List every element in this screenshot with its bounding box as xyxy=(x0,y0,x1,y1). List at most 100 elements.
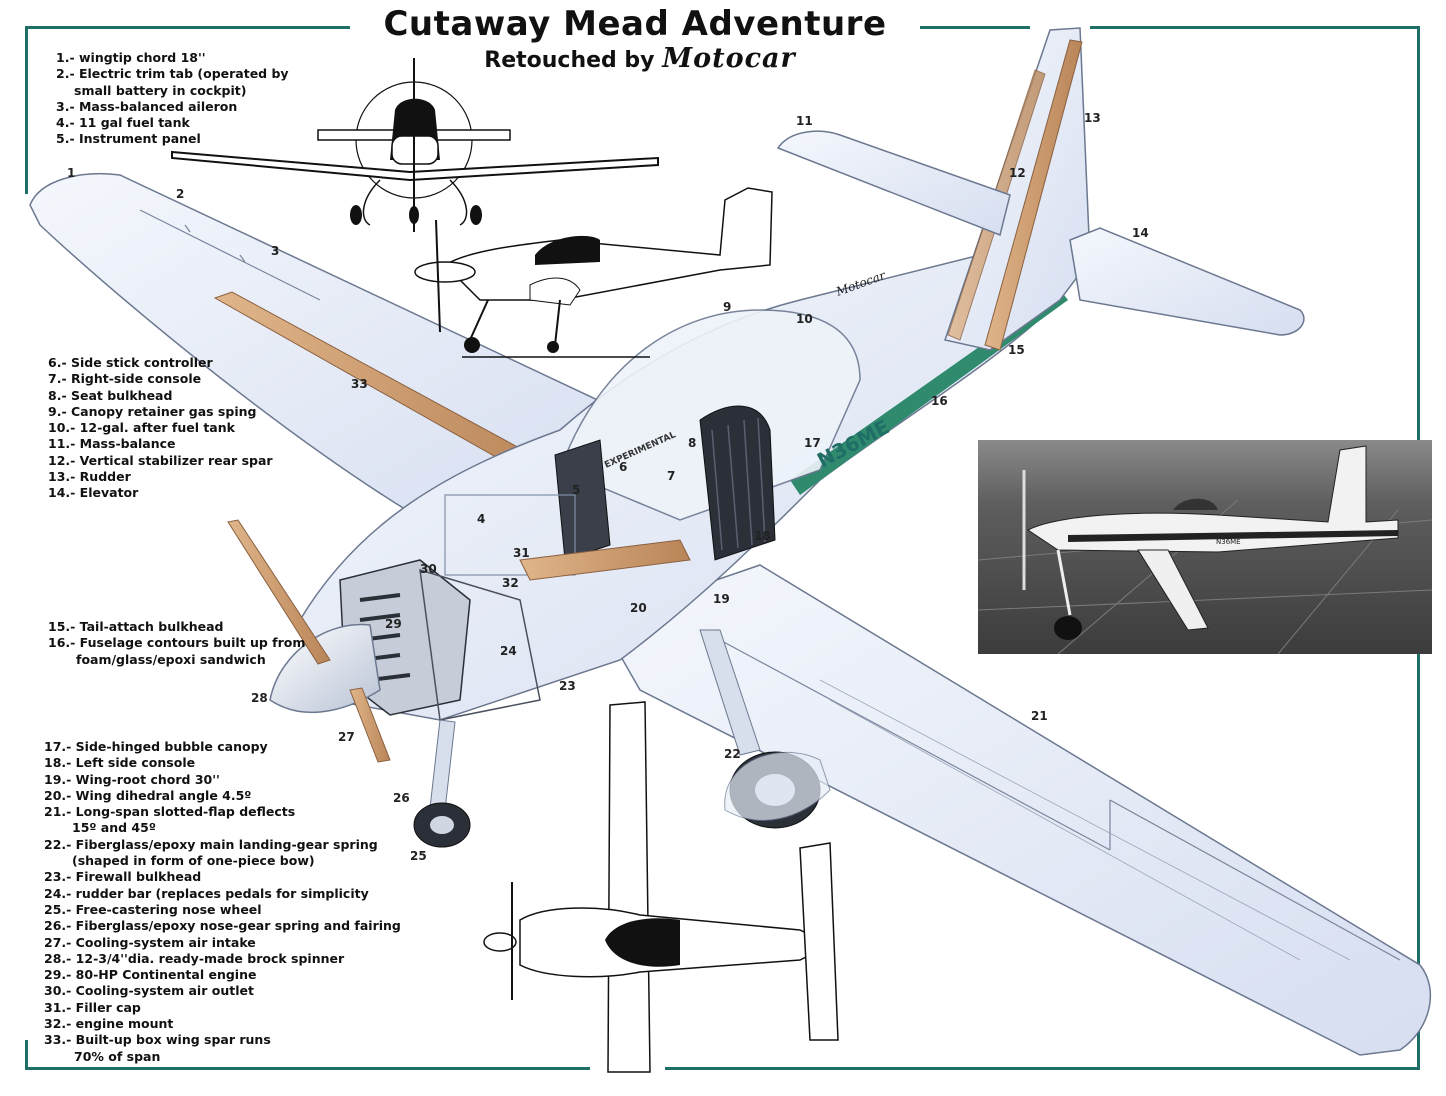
frame-right-bottom xyxy=(1417,1010,1420,1070)
callout-29: 29 xyxy=(385,617,402,631)
callout-10: 10 xyxy=(796,312,813,326)
seat xyxy=(699,405,776,561)
callout-15: 15 xyxy=(1008,343,1025,357)
callout-13: 13 xyxy=(1084,111,1101,125)
callout-32: 32 xyxy=(502,576,519,590)
floor-spar xyxy=(519,539,691,581)
legend-item: 22.- Fiberglass/epoxy main landing-gear … xyxy=(44,836,378,852)
callout-23: 23 xyxy=(559,679,576,693)
callout-5: 5 xyxy=(572,483,581,497)
legend-item: 30.- Cooling-system air outlet xyxy=(44,983,254,999)
right-stabilizer xyxy=(1069,227,1305,336)
left-aileron-line xyxy=(139,209,321,301)
legend-item: 7.- Right-side console xyxy=(48,371,202,387)
callout-8: 8 xyxy=(688,436,697,450)
callout-9: 9 xyxy=(723,300,732,314)
frame-bottom-left xyxy=(25,1067,590,1070)
frame-bottom-right xyxy=(665,1067,1420,1070)
front-view-sketch xyxy=(171,58,659,232)
callout-20: 20 xyxy=(630,601,647,615)
legend-item: 26.- Fiberglass/epoxy nose-gear spring a… xyxy=(44,918,401,934)
subtitle-prefix: Retouched by xyxy=(484,48,655,73)
right-flap-line xyxy=(719,639,1401,961)
legend-item: 5.- Instrument panel xyxy=(56,131,201,147)
legend-item: 33.- Built-up box wing spar runs xyxy=(44,1032,271,1048)
frame-top-right xyxy=(912,26,1030,29)
callout-25: 25 xyxy=(410,849,427,863)
legend-item: 10.- 12-gal. after fuel tank xyxy=(48,420,235,436)
seat-ribs xyxy=(711,417,766,551)
callout-16: 16 xyxy=(931,394,948,408)
nose-gear-leg xyxy=(429,719,456,811)
subtitle-brand: Motocar xyxy=(662,43,796,74)
legend-group-3: 15.- Tail-attach bulkhead 16.- Fuselage … xyxy=(48,619,305,668)
frame-top-left xyxy=(25,26,365,29)
side-view-sketch xyxy=(414,187,773,358)
callout-14: 14 xyxy=(1132,226,1149,240)
legend-item: 28.- 12-3/4''dia. ready-made brock spinn… xyxy=(44,950,345,966)
fuel-tank xyxy=(444,494,576,576)
frame-right-lower xyxy=(1417,654,1420,972)
legend-item: 6.- Side stick controller xyxy=(48,355,213,370)
legend-item: (shaped in form of one-piece bow) xyxy=(72,853,315,869)
callout-22: 22 xyxy=(724,747,741,761)
legend-item: 25.- Free-castering nose wheel xyxy=(44,901,262,917)
callout-33: 33 xyxy=(351,377,368,391)
engine-cylinders xyxy=(359,593,411,682)
tail-spar-rear xyxy=(984,39,1083,351)
callout-18: 18 xyxy=(754,529,771,543)
callout-7: 7 xyxy=(667,469,676,483)
legend-item: 15º and 45º xyxy=(72,820,156,836)
callout-31: 31 xyxy=(513,546,530,560)
aircraft-photo: N36ME xyxy=(978,440,1432,654)
callout-26: 26 xyxy=(393,791,410,805)
callout-27: 27 xyxy=(338,730,355,744)
main-gear-leg xyxy=(699,629,761,756)
legend-item: 1.- wingtip chord 18'' xyxy=(56,50,206,65)
wheel-fairing xyxy=(724,751,831,821)
frame-top-right-2 xyxy=(1090,26,1420,29)
legend-item: 32.- engine mount xyxy=(44,1016,174,1032)
instrument-panel xyxy=(554,439,611,561)
legend-item: 21.- Long-span slotted-flap deflects xyxy=(44,804,296,820)
legend-item: 18.- Left side console xyxy=(44,755,196,771)
page-title: Cutaway Mead Adventure xyxy=(350,4,920,44)
propeller-lower xyxy=(349,687,391,763)
legend-group-2: 6.- Side stick controller 7.- Right-side… xyxy=(48,355,273,502)
legend-item: 14.- Elevator xyxy=(48,485,139,501)
legend-item: small battery in cockpit) xyxy=(74,82,247,98)
top-view-sketch xyxy=(483,701,839,1073)
callout-1: 1 xyxy=(67,166,76,180)
legend-item: 12.- Vertical stabilizer rear spar xyxy=(48,452,273,468)
legend-group-4: 17.- Side-hinged bubble canopy 18.- Left… xyxy=(44,739,401,1065)
legend-item: foam/glass/epoxi sandwich xyxy=(76,651,266,667)
legend-item: 24.- rudder bar (replaces pedals for sim… xyxy=(44,885,369,901)
callout-24: 24 xyxy=(500,644,517,658)
propeller-upper xyxy=(227,519,331,665)
legend-item: 15.- Tail-attach bulkhead xyxy=(48,619,224,634)
legend-item: 4.- 11 gal fuel tank xyxy=(56,115,190,131)
legend-item: 23.- Firewall bulkhead xyxy=(44,869,202,885)
callout-2: 2 xyxy=(176,187,185,201)
legend-item: 17.- Side-hinged bubble canopy xyxy=(44,739,268,754)
callout-28: 28 xyxy=(251,691,268,705)
legend-group-1: 1.- wingtip chord 18'' 2.- Electric trim… xyxy=(56,50,289,148)
callout-17: 17 xyxy=(804,436,821,450)
legend-item: 11.- Mass-balance xyxy=(48,436,176,452)
legend-item: 29.- 80-HP Continental engine xyxy=(44,967,257,983)
left-stabilizer xyxy=(776,130,1011,237)
engine-mount xyxy=(419,568,541,721)
legend-item: 8.- Seat bulkhead xyxy=(48,387,173,403)
legend-item: 9.- Canopy retainer gas sping xyxy=(48,403,257,419)
frame-left xyxy=(25,26,28,194)
legend-item: 19.- Wing-root chord 30'' xyxy=(44,771,220,787)
legend-item: 13.- Rudder xyxy=(48,469,131,485)
callout-11: 11 xyxy=(796,114,813,128)
callout-6: 6 xyxy=(619,460,628,474)
page-subtitle: Retouched by Motocar xyxy=(440,44,840,76)
callout-19: 19 xyxy=(713,592,730,606)
callout-12: 12 xyxy=(1009,166,1026,180)
callout-3: 3 xyxy=(271,244,280,258)
legend-item: 2.- Electric trim tab (operated by xyxy=(56,66,289,82)
